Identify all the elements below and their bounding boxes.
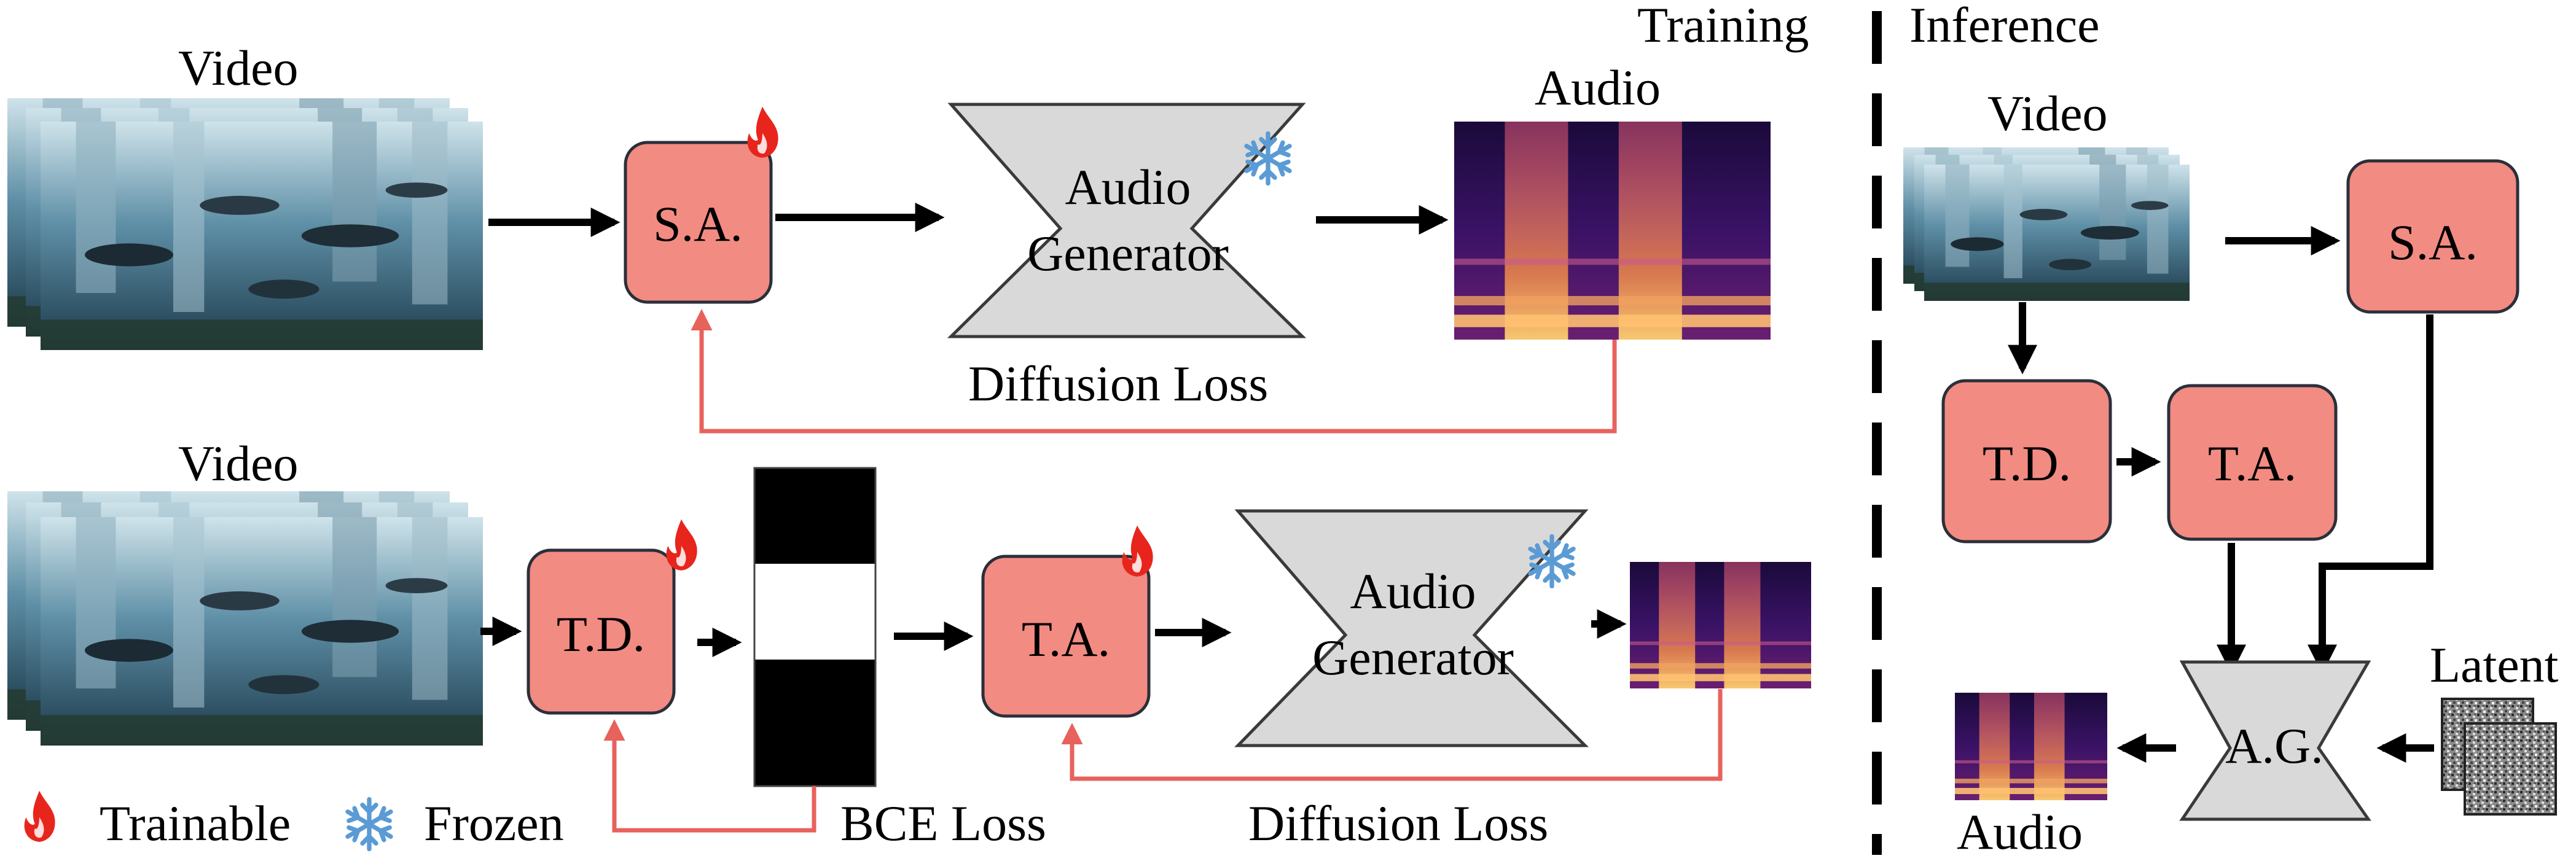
video-label: Video [1987,85,2107,141]
sa-module [2346,159,2519,314]
td-label: T.D. [557,606,645,662]
audio-label: Audio [1535,60,1661,115]
ta-label: T.A. [2208,435,2296,491]
td-label: T.D. [1983,435,2071,491]
td-module [527,548,676,715]
temporal-mask [753,467,877,787]
audio-label: Audio [1957,804,2083,860]
sa-label: S.A. [2388,214,2478,270]
legend-frozen: Frozen [424,795,564,851]
spectrogram [1630,562,1811,688]
ta-module [981,555,1151,718]
spectrogram [1454,122,1771,340]
latent-label: Latent [2430,637,2559,693]
audio-generator-label-1: Audio [1065,159,1191,215]
sa-label: S.A. [653,196,743,252]
snowflake-icon [348,800,391,849]
phase-training-label: Training [1637,0,1809,53]
ta-label: T.A. [1022,611,1110,667]
bce-loss-arrow [603,719,816,833]
audio-generator-label-2: Generator [1312,629,1514,685]
ta-module [2167,384,2338,541]
bce-loss-label: BCE Loss [840,795,1046,851]
video-label: Video [178,40,298,96]
audio-generator-label-1: Audio [1350,563,1476,619]
audio-generator-label-2: Generator [1027,225,1229,281]
legend-trainable: Trainable [100,795,291,851]
video-frames [7,98,483,350]
flame-icon [1122,525,1153,577]
ag-label: A.G. [2225,718,2323,774]
arrow [2308,314,2433,674]
audio-generator [1234,509,1589,747]
phase-inference-label: Inference [1909,0,2100,53]
video-frames [1903,147,2190,301]
flame-icon [666,519,697,571]
ag-module [2179,660,2371,821]
td-module [1941,379,2112,543]
video-frames [7,491,483,746]
diffusion-loss-arrow [691,309,1617,434]
video-label: Video [178,435,298,491]
diffusion-loss-label: Diffusion Loss [968,356,1268,411]
diffusion-loss-arrow [1061,689,1723,781]
flame-icon [747,106,778,158]
audio-generator [947,103,1307,338]
diffusion-loss-label: Diffusion Loss [1248,795,1548,851]
spectrogram [1955,693,2107,800]
flame-icon [24,790,55,842]
sa-module [624,141,773,304]
latent-noise [2441,698,2557,816]
